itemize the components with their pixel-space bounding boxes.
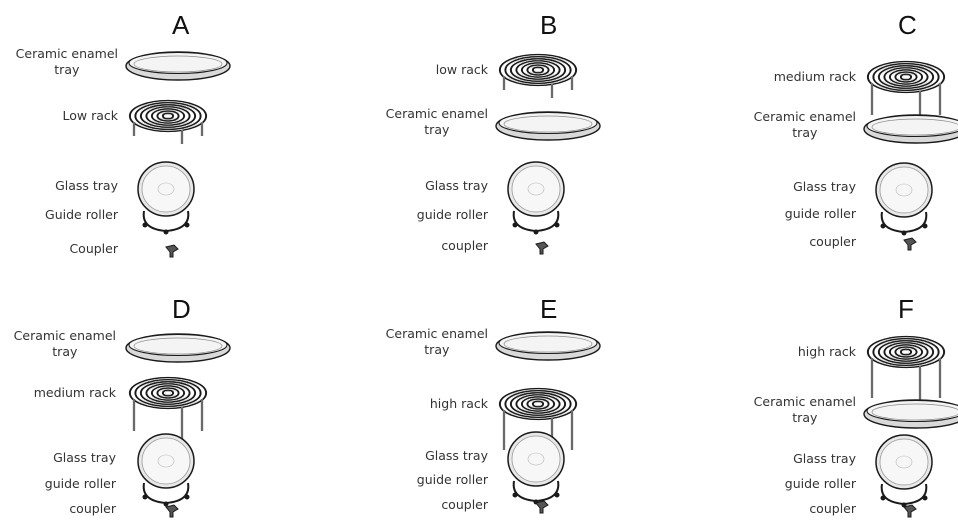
panel-illustration xyxy=(863,60,958,251)
coupler-icon xyxy=(903,504,917,518)
ceramic-tray-icon xyxy=(863,399,958,429)
label-ceramic-tray: Ceramic enamel tray xyxy=(15,46,118,77)
glass-tray-icon xyxy=(507,161,565,235)
ceramic-tray-icon xyxy=(495,331,601,361)
label-guide-roller: guide roller xyxy=(416,207,488,222)
panel-letter: E xyxy=(540,294,558,324)
panel-illustration xyxy=(125,51,231,258)
low-rack-icon xyxy=(128,99,208,144)
panel-illustration xyxy=(125,333,231,518)
label-guide-roller: guide roller xyxy=(44,476,116,491)
coupler-icon xyxy=(535,241,549,255)
coupler-icon xyxy=(535,500,549,514)
medium-rack-icon xyxy=(866,60,946,123)
label-rack: high rack xyxy=(797,344,856,359)
high-rack-icon xyxy=(498,387,578,458)
label-glass-tray: Glass tray xyxy=(425,448,488,463)
label-glass-tray: Glass tray xyxy=(793,451,856,466)
label-rack: medium rack xyxy=(33,385,116,400)
label-ceramic-tray: Ceramic enamel tray xyxy=(753,394,856,425)
label-coupler: coupler xyxy=(69,501,116,516)
low-rack-icon xyxy=(498,53,578,98)
label-coupler: coupler xyxy=(809,501,856,516)
label-glass-tray: Glass tray xyxy=(55,178,118,193)
panel-letter: C xyxy=(898,10,917,40)
glass-tray-icon xyxy=(875,162,933,236)
ceramic-tray-icon xyxy=(125,333,231,363)
coupler-icon xyxy=(165,504,179,518)
glass-tray-icon xyxy=(137,161,195,235)
label-glass-tray: Glass tray xyxy=(793,179,856,194)
label-guide-roller: Guide roller xyxy=(45,207,118,222)
label-guide-roller: guide roller xyxy=(416,472,488,487)
panel-letter: B xyxy=(540,10,558,40)
label-ceramic-tray: Ceramic enamel tray xyxy=(753,109,856,140)
coupler-icon xyxy=(903,237,917,251)
panel-letter: D xyxy=(172,294,191,324)
label-guide-roller: guide roller xyxy=(784,206,856,221)
panel-letter: A xyxy=(172,10,190,40)
label-coupler: coupler xyxy=(441,238,488,253)
label-rack: Low rack xyxy=(62,108,119,123)
label-guide-roller: guide roller xyxy=(784,476,856,491)
label-glass-tray: Glass tray xyxy=(425,178,488,193)
label-coupler: coupler xyxy=(809,234,856,249)
label-ceramic-tray: Ceramic enamel tray xyxy=(385,106,488,137)
panel-illustration xyxy=(495,331,601,514)
label-rack: medium rack xyxy=(773,69,856,84)
label-ceramic-tray: Ceramic enamel tray xyxy=(13,328,116,359)
panel-illustration xyxy=(495,53,601,255)
ceramic-tray-icon xyxy=(863,114,958,144)
ceramic-tray-icon xyxy=(495,111,601,141)
glass-tray-icon xyxy=(875,434,933,508)
label-coupler: coupler xyxy=(441,497,488,512)
glass-tray-icon xyxy=(137,433,195,507)
ceramic-tray-icon xyxy=(125,51,231,81)
label-coupler: Coupler xyxy=(69,241,118,256)
high-rack-icon xyxy=(866,335,946,406)
coupler-icon xyxy=(165,244,179,258)
label-glass-tray: Glass tray xyxy=(53,450,116,465)
label-rack: low rack xyxy=(435,62,488,77)
label-ceramic-tray: Ceramic enamel tray xyxy=(385,326,488,357)
label-rack: high rack xyxy=(429,396,488,411)
glass-tray-icon xyxy=(507,431,565,505)
medium-rack-icon xyxy=(128,376,208,439)
panel-letter: F xyxy=(898,294,914,324)
panel-illustration xyxy=(863,335,958,518)
